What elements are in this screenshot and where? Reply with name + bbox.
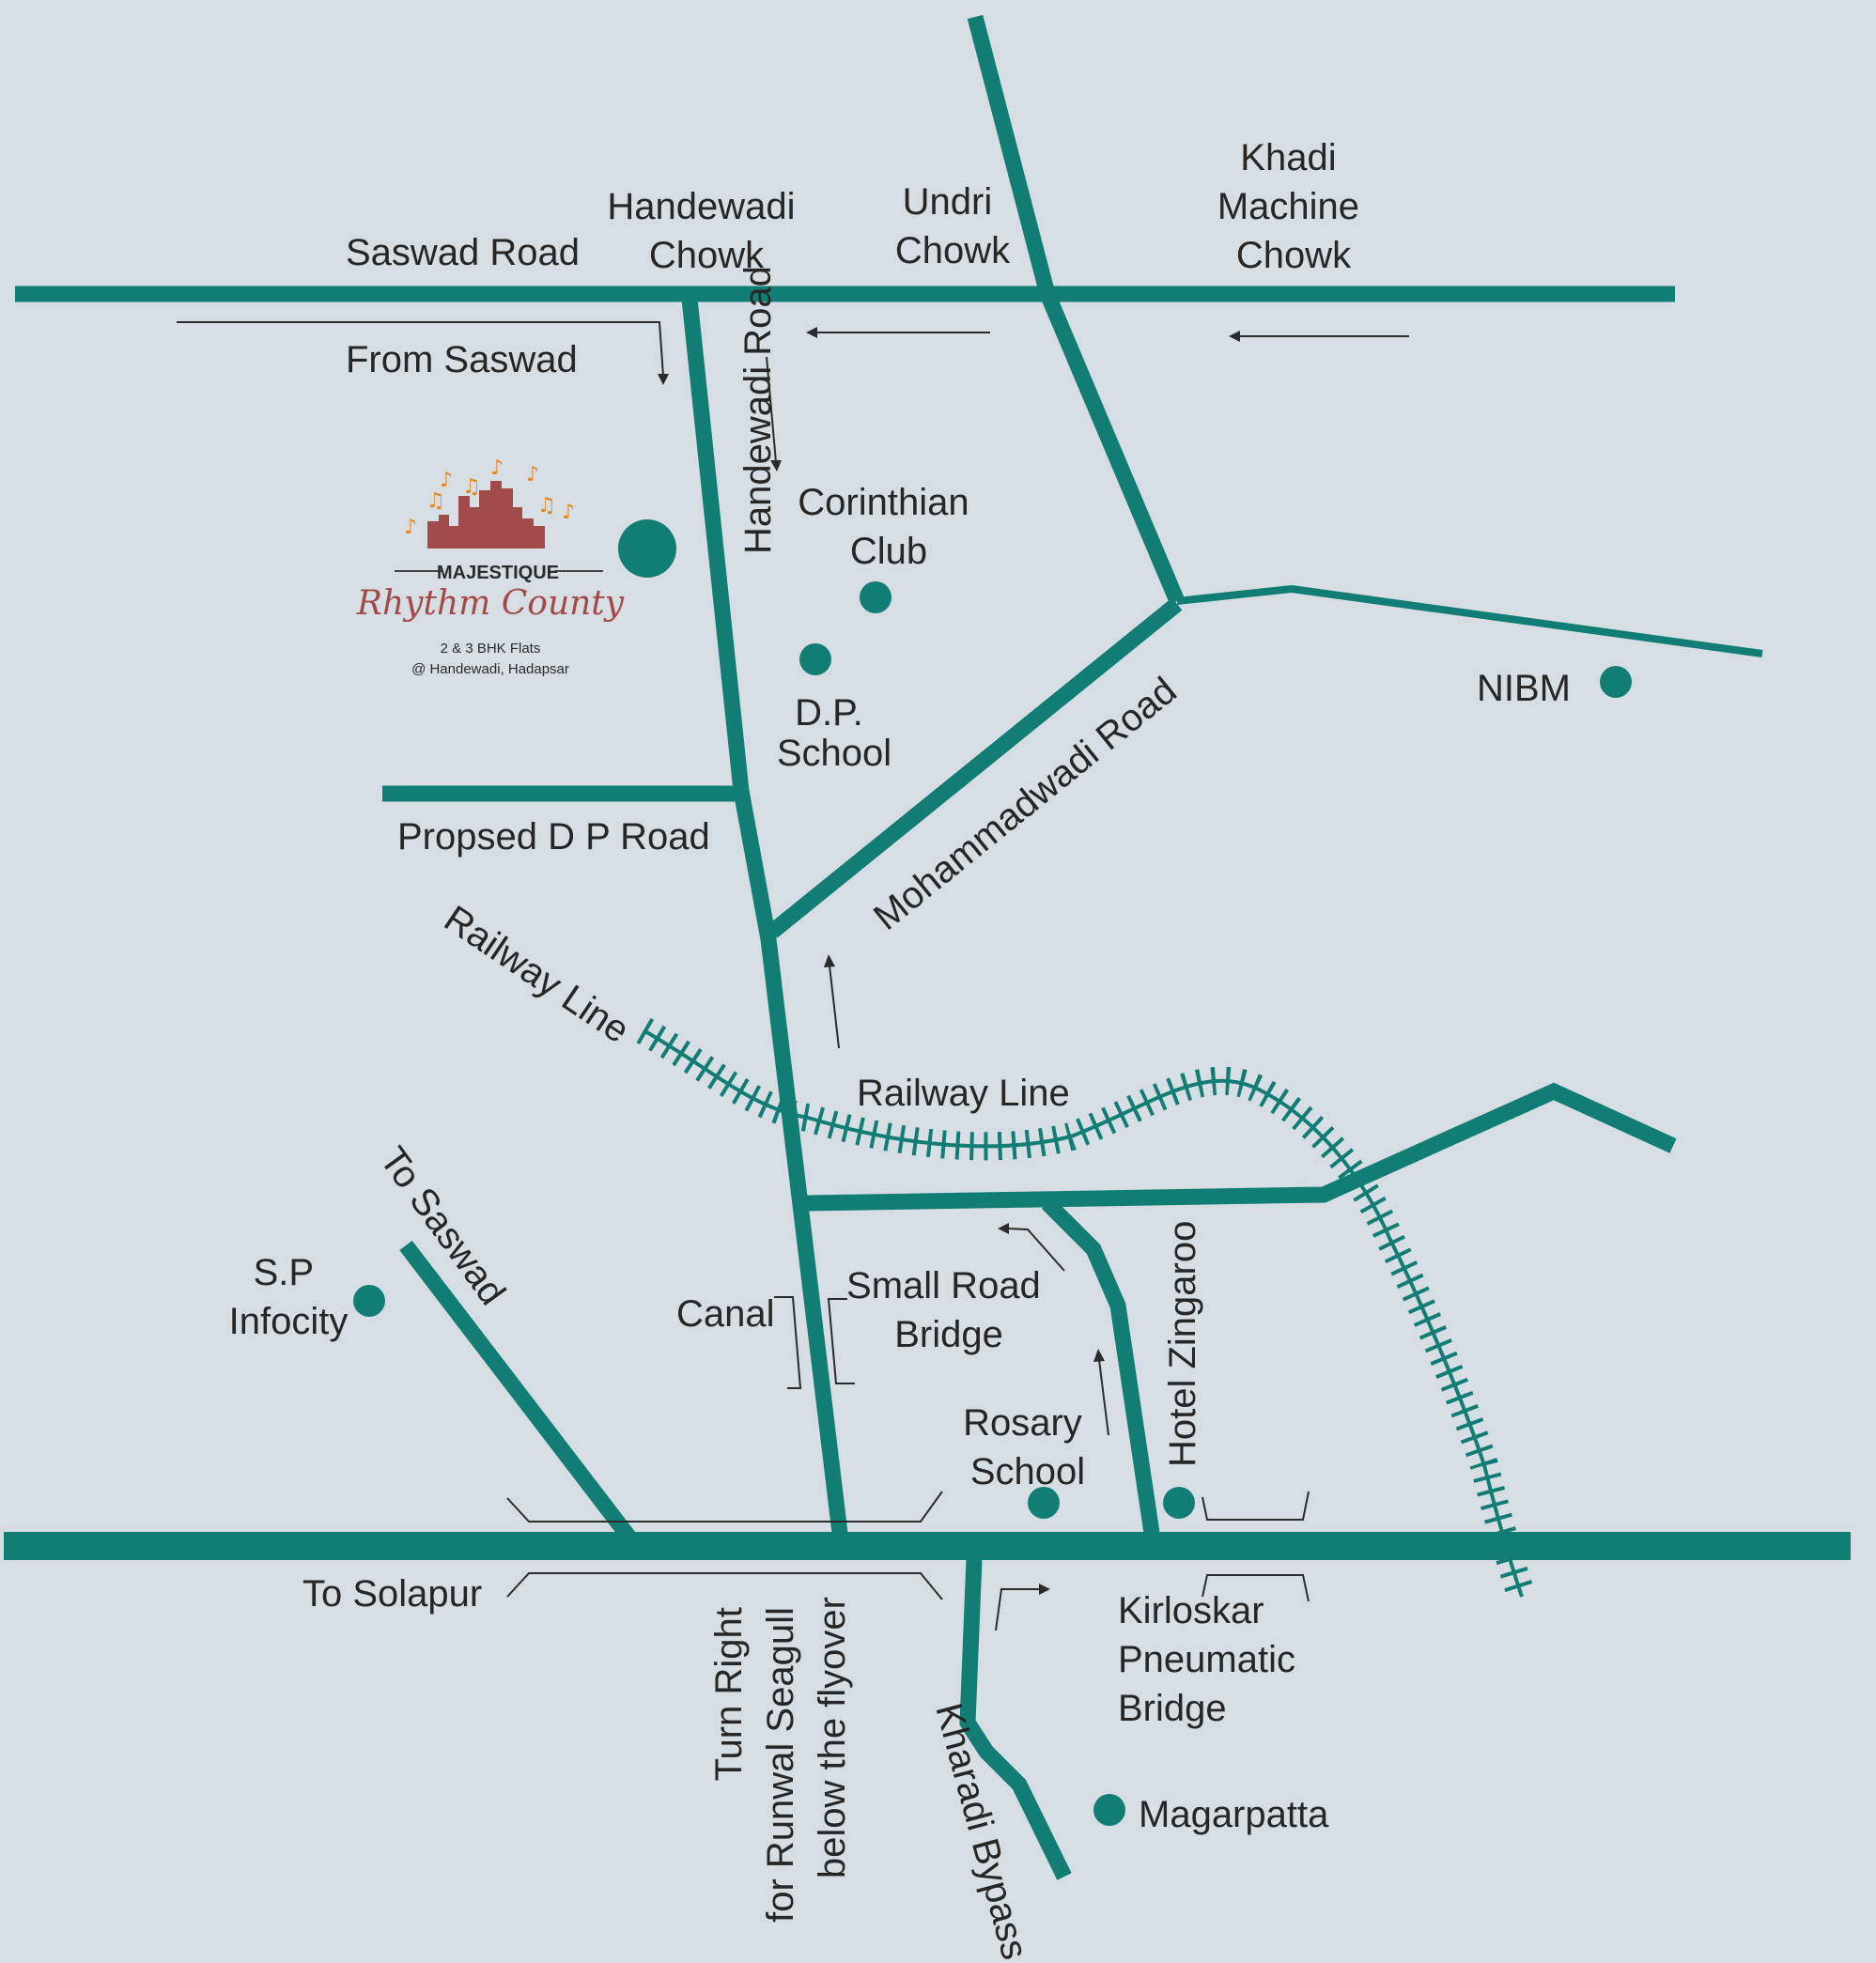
- to-saswad-road: [399, 1240, 636, 1543]
- svg-text:♪: ♪: [562, 501, 575, 524]
- nibm-road: [1176, 584, 1763, 657]
- label-saswad-road: Saswad Road: [346, 232, 580, 273]
- sp-infocity-marker[interactable]: [353, 1285, 385, 1317]
- svg-text:♪: ♪: [490, 456, 504, 480]
- label-khadi-machine-chowk: Khadi Machine Chowk: [1217, 137, 1370, 276]
- label-canal: Canal: [676, 1293, 775, 1335]
- label-railway-line: Railway Line: [857, 1073, 1070, 1114]
- label-small-road-bridge: Small Road Bridge: [846, 1265, 1051, 1355]
- label-corinthian-club: Corinthian Club: [798, 482, 979, 572]
- svg-text:♫: ♫: [426, 489, 445, 513]
- corinthian-club-marker[interactable]: [860, 581, 891, 613]
- label-nibm: NIBM: [1477, 668, 1571, 709]
- label-handewadi-chowk: Handewadi Chowk: [607, 186, 805, 276]
- magarpatta-marker[interactable]: [1093, 1794, 1125, 1826]
- label-turn-right: Turn Right for Runwal Seagull below the …: [708, 1597, 853, 1923]
- label-kirloskar-bridge: Kirloskar Pneumatic Bridge: [1118, 1590, 1306, 1729]
- svg-text:♫: ♫: [537, 494, 556, 518]
- label-mohammadwadi-road: Mohammadwadi Road: [866, 670, 1185, 938]
- rosary-school-marker[interactable]: [1028, 1487, 1060, 1519]
- logo-brand: MAJESTIQUE: [437, 563, 559, 583]
- project-location-marker[interactable]: [618, 519, 676, 578]
- poi-markers: [353, 519, 1632, 1826]
- label-dp-school: D.P. School: [777, 692, 891, 774]
- service-road: [805, 1082, 1677, 1212]
- label-railway-line-diagonal: Railway Line: [437, 898, 637, 1051]
- hotel-zingaroo-road: [1041, 1197, 1160, 1535]
- svg-text:♫: ♫: [462, 475, 481, 499]
- map-labels: Saswad Road Handewadi Chowk Undri Chowk …: [229, 137, 1571, 1963]
- svg-text:♪: ♪: [404, 516, 417, 539]
- logo-location: @ Handewadi, Hadapsar: [411, 661, 569, 677]
- label-to-solapur: To Solapur: [302, 1573, 482, 1615]
- label-handewadi-road: Handewadi Road: [737, 266, 779, 554]
- logo-project-name: Rhythm County: [356, 584, 625, 623]
- guide-lines: [177, 321, 1409, 1631]
- label-from-saswad: From Saswad: [346, 339, 578, 380]
- label-proposed-dp-road: Propsed D P Road: [397, 816, 710, 858]
- svg-text:♪: ♪: [440, 469, 453, 492]
- hotel-zingaroo-marker[interactable]: [1163, 1487, 1195, 1519]
- nibm-marker[interactable]: [1600, 666, 1632, 698]
- label-undri-chowk: Undri Chowk: [895, 181, 1011, 271]
- project-logo: ♪ ♫ ♪ ♫ ♪ ♪ ♫ ♪ MAJESTIQUE Rhythm County…: [356, 456, 625, 677]
- railway-track: [636, 1017, 1536, 1601]
- dp-school-marker[interactable]: [799, 643, 831, 675]
- logo-tagline: 2 & 3 BHK Flats: [441, 641, 541, 657]
- city-skyline-music-notes-icon: ♪ ♫ ♪ ♫ ♪ ♪ ♫ ♪: [404, 456, 575, 549]
- mohammadwadi-road: [767, 597, 1183, 938]
- label-sp-infocity: S.P Infocity: [229, 1252, 349, 1342]
- handewadi-road: [681, 298, 848, 1535]
- svg-text:♪: ♪: [526, 463, 539, 487]
- kharadi-bypass-road: [959, 1558, 1072, 1880]
- label-rosary-school: Rosary School: [963, 1402, 1093, 1492]
- undri-road: [967, 14, 1185, 605]
- roads: [4, 14, 1851, 1880]
- label-hotel-zingaroo: Hotel Zingaroo: [1162, 1221, 1203, 1467]
- label-magarpatta: Magarpatta: [1139, 1794, 1329, 1835]
